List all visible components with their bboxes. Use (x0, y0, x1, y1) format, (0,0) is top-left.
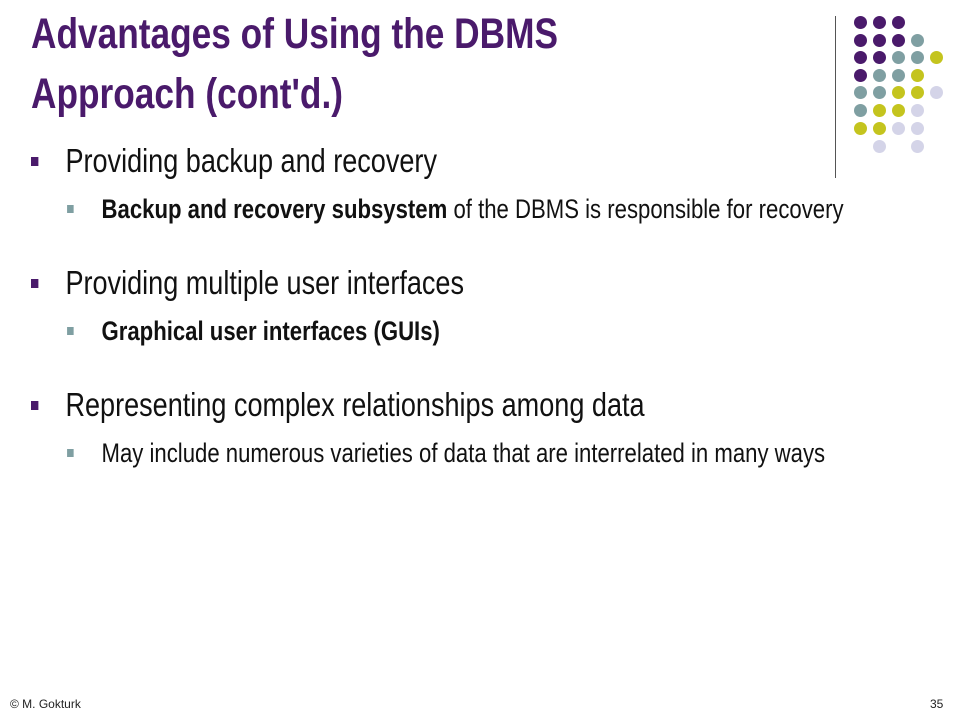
decorative-dot (873, 122, 886, 135)
decorative-dot (911, 86, 924, 99)
decorative-dot (892, 104, 905, 117)
decorative-dot (854, 51, 867, 64)
decorative-dot (854, 86, 867, 99)
decorative-dot (911, 34, 924, 47)
bullet-item: Providing multiple user interfaces (31, 262, 949, 304)
bullet-text: Providing multiple user interfaces (65, 264, 465, 301)
decorative-dot (854, 104, 867, 117)
bullet-item: Providing backup and recovery (31, 140, 949, 182)
sub-bullet-bold: Graphical user interfaces (GUIs) (101, 316, 440, 346)
square-bullet-icon (31, 157, 39, 166)
square-bullet-icon (67, 327, 74, 335)
slide-title-line-1: Advantages of Using the DBMS (31, 10, 558, 58)
bullet-item: Representing complex relationships among… (31, 384, 949, 426)
decorative-dot (892, 16, 905, 29)
decorative-dot (873, 51, 886, 64)
slide-title-line-2: Approach (cont'd.) (31, 70, 343, 118)
decorative-dot (930, 51, 943, 64)
decorative-dot (892, 86, 905, 99)
footer-page-number: 35 (930, 697, 944, 711)
sub-bullet-text: May include numerous varieties of data t… (101, 438, 826, 468)
decorative-dot (911, 51, 924, 64)
decorative-dot (873, 86, 886, 99)
decorative-dot (854, 69, 867, 82)
decorative-dot (873, 16, 886, 29)
sub-bullet-text: of the DBMS is responsible for recovery (447, 194, 844, 224)
square-bullet-icon (31, 401, 39, 410)
decorative-dot (911, 104, 924, 117)
decorative-dot (854, 34, 867, 47)
decorative-dot (930, 86, 943, 99)
decorative-dot (892, 69, 905, 82)
bullet-text: Providing backup and recovery (65, 142, 437, 179)
decorative-dot (911, 122, 924, 135)
square-bullet-icon (31, 279, 39, 288)
decorative-dot (873, 104, 886, 117)
decorative-dot (854, 16, 867, 29)
bullet-text: Representing complex relationships among… (65, 386, 645, 423)
decorative-dot (892, 34, 905, 47)
decorative-dot (854, 122, 867, 135)
sub-bullet-item: May include numerous varieties of data t… (67, 434, 950, 472)
decorative-dot (873, 34, 886, 47)
sub-bullet-bold: Backup and recovery subsystem (101, 194, 448, 224)
decorative-dot (911, 69, 924, 82)
decorative-dot (892, 51, 905, 64)
vertical-divider (835, 16, 836, 178)
square-bullet-icon (67, 205, 74, 213)
bullet-list: Providing backup and recovery Backup and… (31, 140, 949, 506)
decorative-dot (892, 122, 905, 135)
square-bullet-icon (67, 449, 74, 457)
footer-author: © M. Gokturk (10, 697, 81, 711)
sub-bullet-item: Graphical user interfaces (GUIs) (67, 312, 950, 350)
sub-bullet-item: Backup and recovery subsystem of the DBM… (67, 190, 950, 228)
decorative-dot (873, 69, 886, 82)
slide-title: Advantages of Using the DBMS Approach (c… (31, 4, 654, 124)
